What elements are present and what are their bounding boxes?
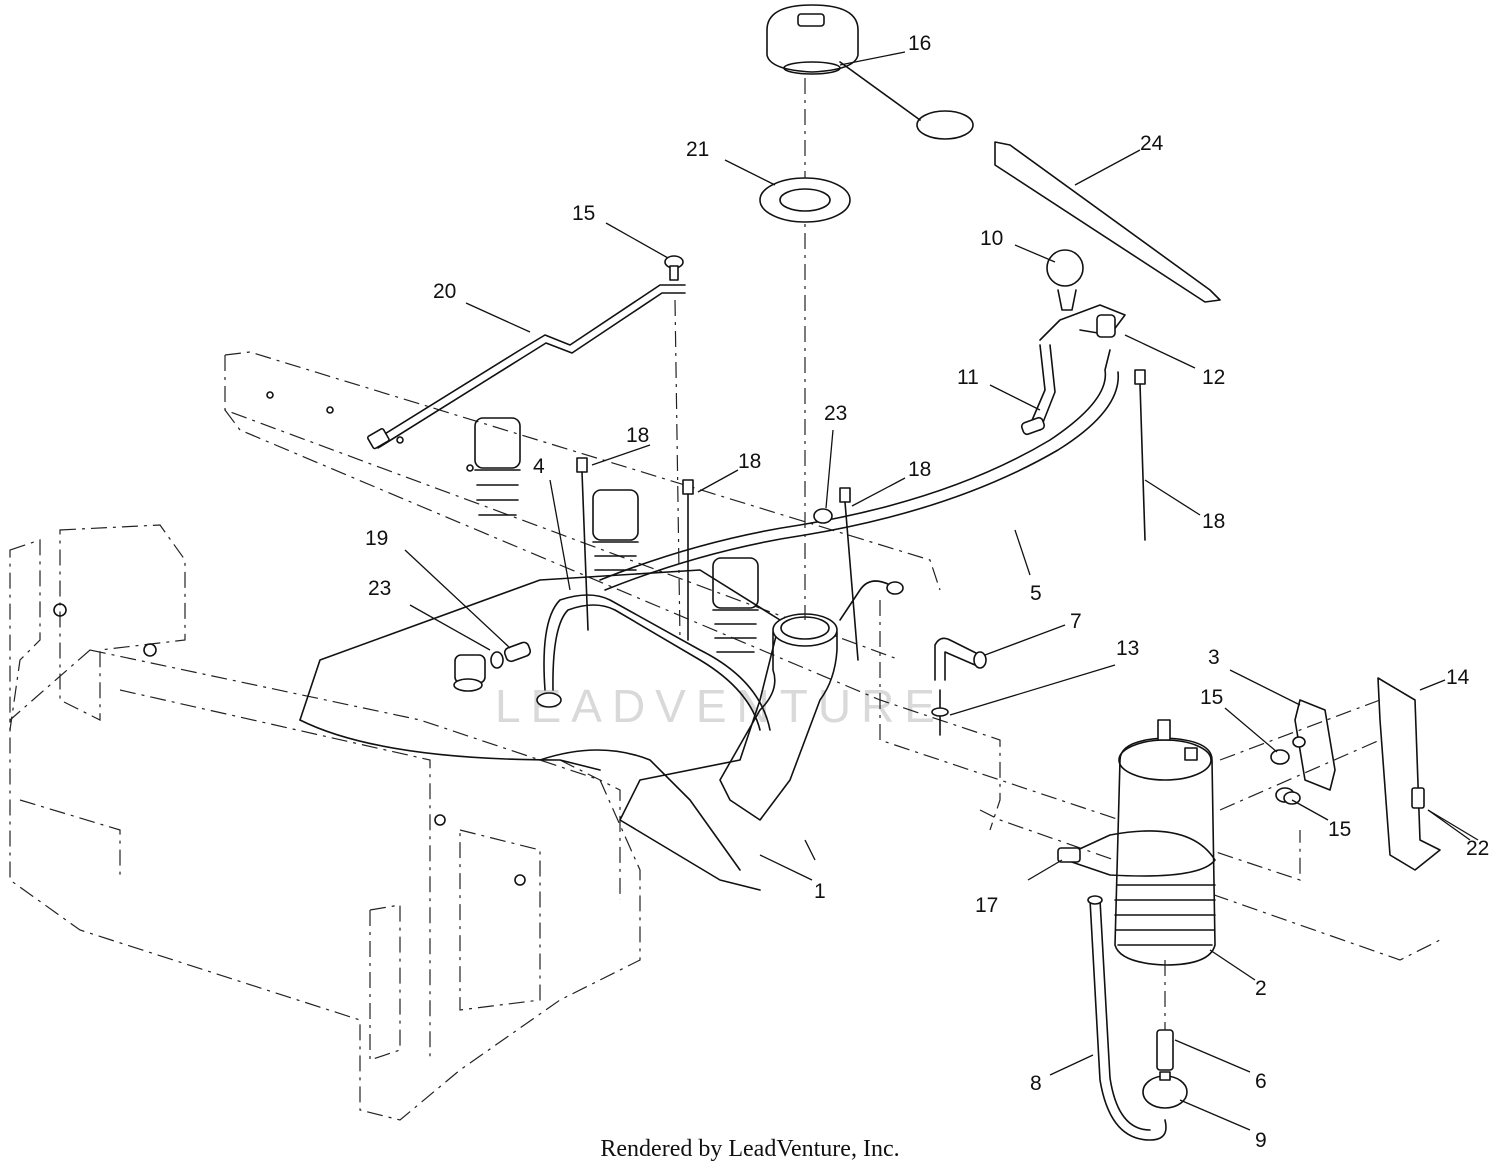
rollover-valve-10 — [1046, 249, 1084, 311]
canister-bracket-3 — [1294, 699, 1336, 791]
filler-neck — [719, 613, 838, 821]
watermark-text: LEADVENTURE — [495, 680, 945, 732]
tank-bumper-right — [712, 557, 759, 653]
callout-labels: 1 2 3 4 5 6 7 8 9 10 11 12 13 14 15 15 1… — [365, 32, 1489, 1152]
callout-22: 22 — [1466, 837, 1489, 860]
callout-4: 4 — [533, 455, 545, 478]
callout-14: 14 — [1446, 666, 1470, 689]
callout-21: 21 — [686, 138, 709, 161]
callout-2: 2 — [1255, 977, 1267, 1000]
callout-8: 8 — [1030, 1072, 1042, 1095]
hose-19 — [503, 641, 532, 663]
fuel-fitting — [453, 654, 486, 692]
leader-lines — [404, 51, 1479, 1131]
callout-20: 20 — [433, 280, 456, 303]
support-rod-20 — [367, 284, 686, 450]
footer-credit: Rendered by LeadVenture, Inc. — [600, 1136, 900, 1162]
vent-hose-5 — [599, 349, 1119, 621]
callout-12: 12 — [1202, 366, 1225, 389]
callout-9: 9 — [1255, 1129, 1267, 1152]
callout-18a: 18 — [626, 424, 649, 447]
cable-tie-18b — [682, 479, 694, 641]
bolt-center-line — [674, 299, 681, 641]
mounting-bracket-14 — [1377, 677, 1441, 871]
bolt-15-upper — [1270, 749, 1290, 765]
callout-18c: 18 — [908, 458, 931, 481]
canister-clamp-17 — [1057, 830, 1216, 877]
callout-15b: 15 — [1200, 686, 1223, 709]
fuel-cap — [766, 4, 974, 140]
bolts-22 — [1283, 736, 1425, 809]
tank-strap-24 — [994, 141, 1221, 303]
check-valve-13 — [931, 689, 949, 736]
callout-19: 19 — [365, 527, 388, 550]
cable-tie-18d — [1134, 369, 1146, 541]
callout-11: 11 — [957, 366, 979, 389]
callout-24: 24 — [1140, 132, 1164, 155]
callout-23b: 23 — [824, 402, 847, 425]
vent-hose-11 — [1020, 344, 1056, 436]
charcoal-canister — [1114, 719, 1216, 966]
callout-6: 6 — [1255, 1070, 1267, 1093]
callout-3: 3 — [1208, 646, 1220, 669]
callout-23a: 23 — [368, 577, 391, 600]
elbow-7 — [934, 637, 987, 681]
clamp-23-center — [813, 508, 833, 524]
hose-8 — [1087, 895, 1167, 1141]
vent-hose-4 — [536, 594, 771, 731]
callout-1: 1 — [814, 880, 826, 903]
callout-17: 17 — [975, 894, 998, 917]
callout-15a: 15 — [572, 202, 595, 225]
callout-16: 16 — [908, 32, 931, 55]
cable-tie-18c — [839, 487, 859, 661]
callout-18b: 18 — [738, 450, 761, 473]
clamp-23-left — [490, 651, 504, 669]
bolt-15-top — [664, 255, 684, 281]
hose-6 — [1156, 1029, 1174, 1071]
cable-tie-18a — [576, 457, 589, 631]
callout-10: 10 — [980, 227, 1003, 250]
engine-chassis — [9, 524, 641, 1121]
callout-18d: 18 — [1202, 510, 1225, 533]
tank-bumper-left — [474, 417, 521, 516]
vent-elbow-12 — [1096, 314, 1116, 338]
filler-gasket — [759, 177, 851, 223]
frame-rail — [224, 351, 1441, 961]
callout-5: 5 — [1030, 582, 1042, 605]
bracket-assembly-line-2 — [1219, 699, 1381, 761]
filter-9 — [1142, 1071, 1188, 1109]
callout-15c: 15 — [1328, 818, 1351, 841]
callout-13: 13 — [1116, 637, 1139, 660]
callout-7: 7 — [1070, 610, 1082, 633]
tank-bumper-center — [592, 489, 639, 571]
